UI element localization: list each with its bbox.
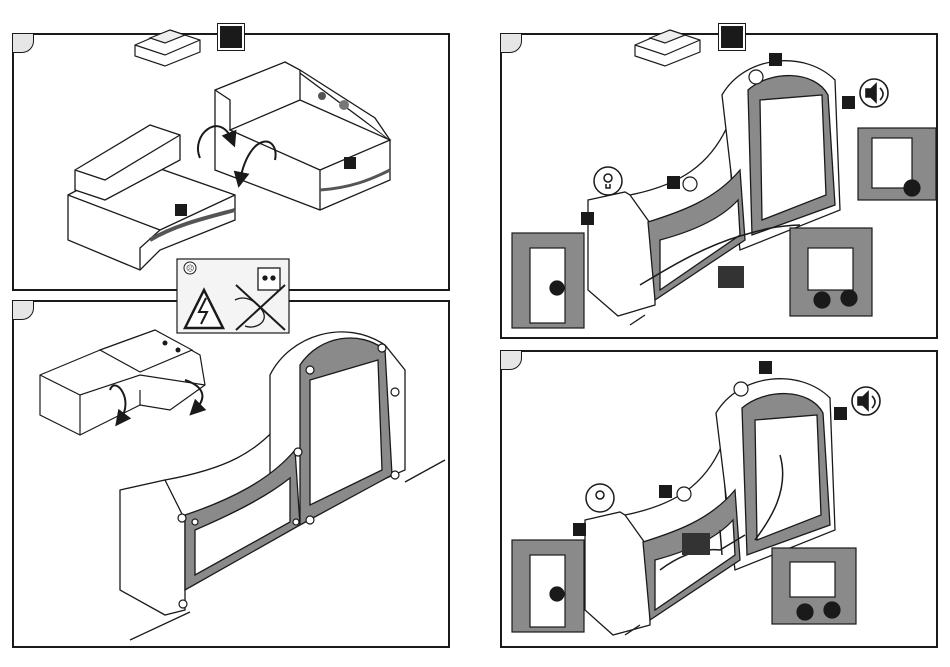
marker-square <box>667 176 680 189</box>
detail-inset <box>858 128 936 200</box>
speaker-icon <box>852 387 880 415</box>
marker-square <box>175 204 187 216</box>
marker-square <box>344 157 356 169</box>
marker-square <box>581 212 594 225</box>
sofa-thumbnail-icon <box>135 30 200 66</box>
marker-square <box>759 361 772 374</box>
light-bulb-icon <box>594 167 622 195</box>
svg-text:☹: ☹ <box>186 264 194 273</box>
control-knob <box>318 92 326 100</box>
control-box <box>682 533 710 555</box>
detail-inset <box>790 228 872 316</box>
corner-sofa-small <box>40 330 205 435</box>
marker-square <box>769 53 782 66</box>
detail-inset <box>772 548 856 624</box>
control-box <box>718 266 744 288</box>
speaker-icon <box>860 79 888 107</box>
sofa-module-right <box>215 62 390 210</box>
control-knob <box>339 100 349 110</box>
sofa-module-left <box>68 125 235 270</box>
marker-square <box>842 96 855 109</box>
detail-inset <box>512 233 584 328</box>
sofa-thumbnail-icon <box>635 30 700 66</box>
light-bulb-icon <box>586 484 614 512</box>
detail-inset <box>512 540 584 632</box>
marker-square <box>659 485 672 498</box>
marker-square <box>834 407 847 420</box>
marker-square <box>573 523 586 536</box>
